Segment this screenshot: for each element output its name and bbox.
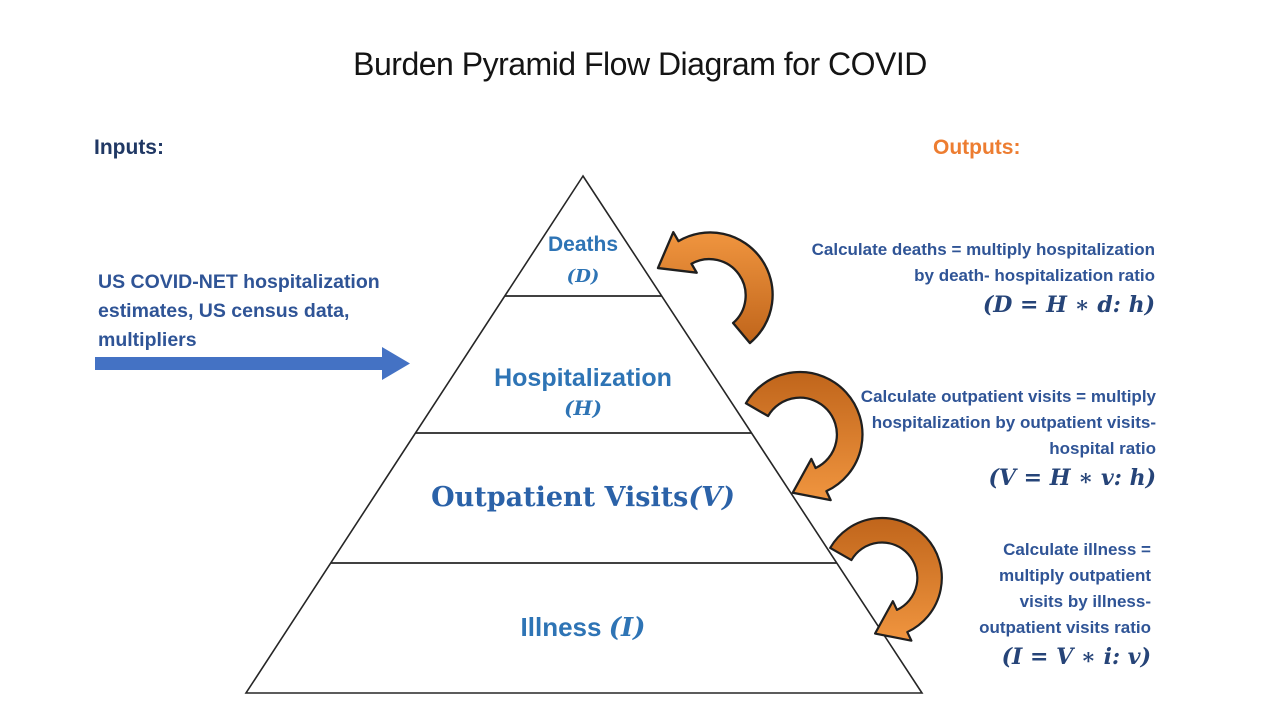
output-step-illness: Calculate illness = multiply outpatient … [851,537,1151,672]
outpatient-symbol: (V) [688,482,735,513]
illness-symbol: (I) [608,613,646,643]
pyramid-level-hospitalization-symbol: (H) [564,396,602,420]
illness-label-text: Illness [520,612,602,642]
curved-arrow-deaths [656,230,774,345]
outpatient-label-text: Outpatient Visits [431,482,689,513]
output-step-deaths-text: Calculate deaths = multiply hospitalizat… [811,240,1155,285]
output-step-outpatient-formula: (V = H ∗ v: h) [988,465,1156,491]
curved-arrow-illness [829,516,943,642]
output-step-illness-formula: (I = V ∗ i: v) [1001,644,1151,670]
output-step-outpatient: Calculate outpatient visits = multiply h… [766,384,1156,493]
output-step-outpatient-text: Calculate outpatient visits = multiply h… [860,387,1156,458]
pyramid-level-hospitalization-label: Hospitalization [494,364,672,392]
curved-arrow-outpatient [744,370,864,502]
outputs-label: Outputs: [933,136,1021,159]
output-step-deaths: Calculate deaths = multiply hospitalizat… [725,237,1155,320]
pyramid-level-outpatient-label: Outpatient Visits(V) [383,482,783,513]
inputs-description: US COVID-NET hospitalization estimates, … [98,271,380,351]
inputs-label: Inputs: [94,136,164,159]
pyramid-level-deaths-label: Deaths [547,233,619,256]
output-step-deaths-formula: (D = H ∗ d: h) [982,292,1155,318]
pyramid-level-illness-label: Illness (I) [383,612,783,643]
page-title: Burden Pyramid Flow Diagram for COVID [353,46,927,82]
input-flow-arrow [95,347,410,380]
output-step-illness-text: Calculate illness = multiply outpatient … [979,540,1151,637]
pyramid-level-deaths-symbol: (D) [566,266,600,287]
